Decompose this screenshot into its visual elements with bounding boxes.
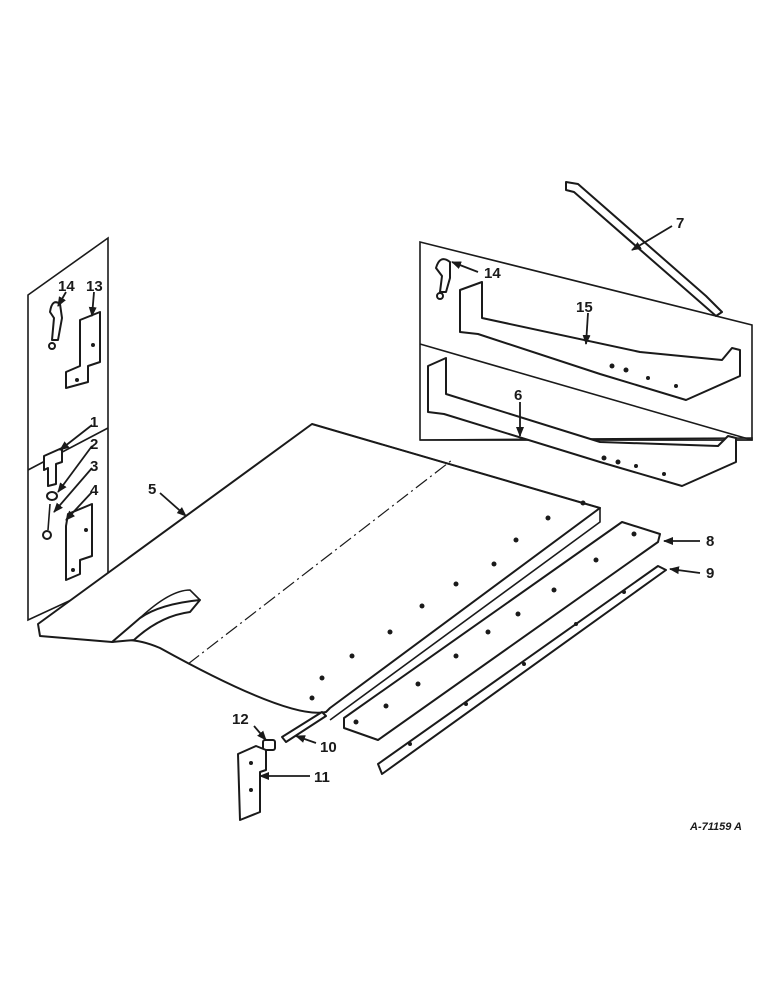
callout-14-left: 14 <box>58 278 75 295</box>
part-9-strip <box>377 565 667 775</box>
part-6-bar <box>427 357 737 487</box>
callout-15: 15 <box>576 299 593 316</box>
callout-9: 9 <box>706 565 714 582</box>
callout-3: 3 <box>90 458 98 475</box>
callout-13: 13 <box>86 278 103 295</box>
callout-1: 1 <box>90 414 98 431</box>
part-10-pin <box>281 711 327 743</box>
part-14-right-hook <box>435 258 451 300</box>
callout-4: 4 <box>90 482 99 499</box>
part-13-plate <box>65 311 101 389</box>
callout-12: 12 <box>232 711 249 728</box>
part-11-bracket <box>237 745 267 821</box>
callout-2: 2 <box>90 436 98 453</box>
part-1-bracket <box>43 447 63 487</box>
drawing-reference-number: A-71159 A <box>689 821 742 833</box>
part-4-plate <box>65 503 93 581</box>
callout-10: 10 <box>320 739 337 756</box>
callout-6: 6 <box>514 387 522 404</box>
part-15-bar <box>459 281 741 401</box>
leader-lines <box>53 225 701 780</box>
part-8-strip <box>343 521 661 741</box>
callout-5: 5 <box>148 481 156 498</box>
callout-8: 8 <box>706 533 714 550</box>
part-2-nut <box>46 491 58 501</box>
callout-14-right: 14 <box>484 265 501 282</box>
part-7-rod <box>565 181 723 317</box>
callout-7: 7 <box>676 215 684 232</box>
part-12-spacer <box>262 739 276 751</box>
part-14-left-hook <box>48 301 63 350</box>
part-5-cover <box>37 423 601 721</box>
callout-labels: 14 13 1 2 3 4 5 6 7 8 9 10 11 12 14 15 <box>58 215 714 786</box>
part-3-eyebolt <box>42 503 52 540</box>
callout-11: 11 <box>314 769 330 786</box>
